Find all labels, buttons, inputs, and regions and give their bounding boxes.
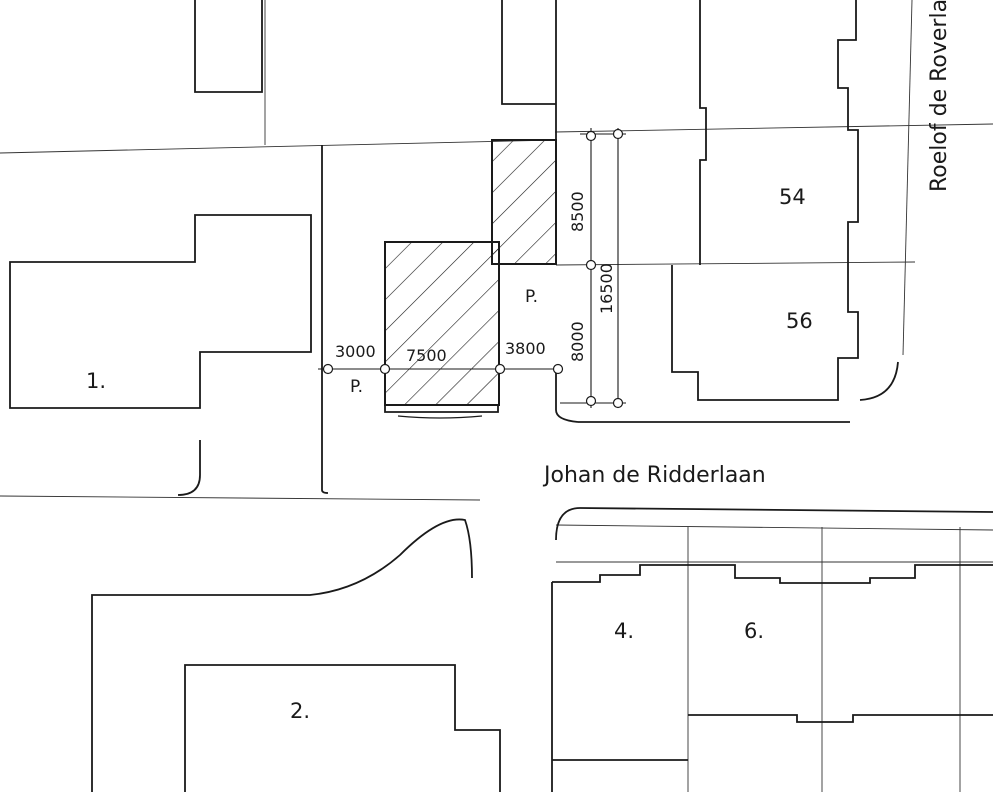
building-house-1 [9,214,312,409]
dimension-3800: 3800 [505,339,546,358]
new-building-upper [491,139,557,265]
house-number-1: 1. [86,369,106,393]
dimension-3000: 3000 [335,342,376,361]
dimension-16500: 16500 [597,263,616,314]
labels: Johan de Ridderlaan Roelof de Roverla 1.… [86,0,952,723]
street-label-side: Roelof de Roverla [927,0,952,192]
house-number-54: 54 [779,185,806,209]
road-edge-lower [91,518,473,792]
building-houses-4-6 [552,564,993,584]
building-top-left [194,0,263,93]
dimension-8500: 8500 [568,191,587,232]
house-number-2: 2. [290,699,310,723]
new-building-lower [384,241,500,406]
house-number-6: 6. [744,619,764,643]
building-house-2 [184,664,501,792]
parking-label-right: P. [525,287,538,307]
building-houses-54-56 [671,0,859,401]
house-number-4: 4. [614,619,634,643]
road-curbs [177,145,993,541]
buildings [9,0,993,792]
house-number-56: 56 [786,309,813,333]
new-building-hatched [384,139,557,406]
building-top-center [501,0,556,105]
dimension-lines [318,128,626,409]
street-label-main: Johan de Ridderlaan [542,463,766,488]
dimension-7500: 7500 [406,346,447,365]
dimension-8000: 8000 [568,321,587,362]
parking-label-left: P. [350,377,363,397]
